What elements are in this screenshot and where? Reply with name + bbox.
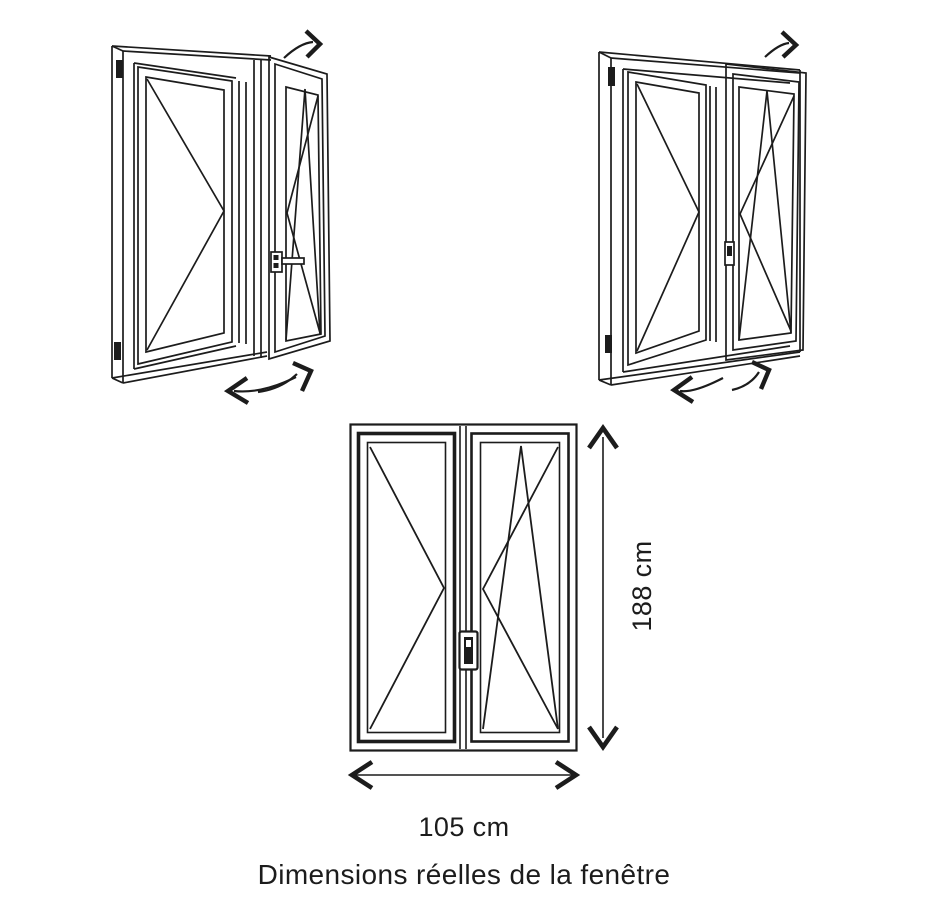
center-mullion [238, 60, 262, 358]
tilt-symbol [482, 445, 559, 730]
tilt-arrow-icon [283, 40, 314, 59]
tilt-symbol [285, 88, 321, 341]
width-dimension-arrow [347, 760, 581, 790]
swing-right-arrowhead-icon [292, 360, 314, 392]
figure-caption: Dimensions réelles de la fenêtre [257, 859, 671, 890]
swing-right-arrowhead-icon [751, 360, 772, 390]
window-ajar-drawing [598, 30, 807, 404]
hinge-icon [608, 67, 615, 86]
handle-icon [724, 241, 735, 266]
swing-direction-arrows [223, 29, 324, 405]
hinge-icon [116, 60, 123, 78]
window-open-swing-drawing [111, 29, 331, 405]
closed-left-sash [627, 70, 707, 367]
swing-left-arrowhead-icon [670, 375, 695, 404]
height-dimension-label: 188 cm [626, 540, 657, 632]
tilt-arrowhead-icon [304, 29, 324, 59]
arrowhead-down-icon [587, 725, 619, 752]
tilt-symbol [738, 90, 792, 341]
swing-left-arrowhead-icon [223, 376, 250, 405]
closed-left-sash [137, 66, 233, 366]
turn-symbol [286, 95, 321, 334]
swing-direction-arrows [670, 30, 800, 404]
right-sash [470, 432, 570, 743]
arrowhead-right-icon [554, 760, 581, 790]
center-mullion [709, 86, 717, 342]
tilt-arrowhead-icon [780, 30, 800, 59]
turn-symbol [636, 83, 700, 352]
swing-right-arrow-icon [257, 373, 298, 394]
arrowhead-left-icon [347, 760, 374, 790]
hinge-icon [605, 335, 612, 353]
turn-symbol [739, 95, 795, 332]
fixed-frame [111, 45, 272, 384]
width-dimension-label: 105 cm [418, 812, 510, 842]
swing-left-arrow-icon [679, 377, 724, 393]
turn-symbol [146, 78, 225, 351]
left-sash [356, 431, 457, 744]
outer-frame [349, 423, 578, 752]
fixed-frame [598, 51, 801, 386]
ajar-right-sash [724, 63, 807, 361]
arrowhead-up-icon [587, 423, 619, 450]
tilt-arrow-icon [764, 41, 790, 58]
swing-right-arrow-icon [731, 371, 760, 392]
turn-symbol [369, 446, 446, 730]
hinge-icon [114, 342, 121, 360]
handle-icon [458, 630, 479, 671]
handle-icon [270, 251, 305, 273]
open-right-sash [268, 55, 331, 361]
height-dimension-arrow [587, 423, 619, 752]
turn-symbol [481, 446, 559, 730]
window-front-elevation-drawing [347, 423, 619, 790]
